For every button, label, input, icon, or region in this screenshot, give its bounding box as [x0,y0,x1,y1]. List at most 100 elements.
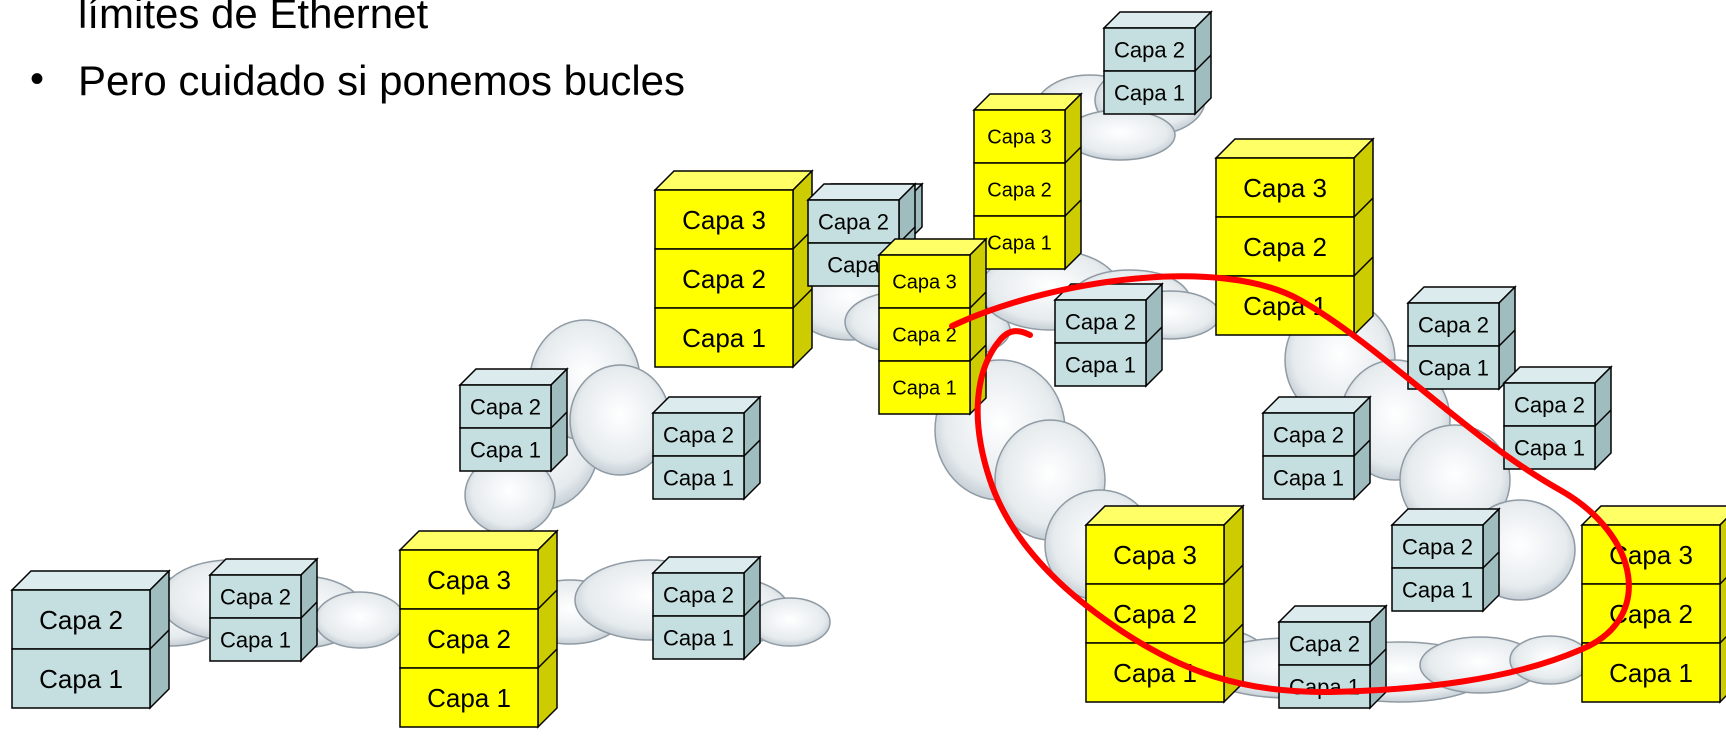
stack-layer-box [654,248,794,309]
stack-top-face [1102,11,1213,29]
stack-layer-edge [1719,635,1726,644]
stack-side-face [1223,504,1244,704]
stack-layer-box [1085,524,1225,585]
stack-layer-edge [1594,409,1612,427]
stack-top-face [877,238,988,256]
stack-layer-edge [1064,146,1082,164]
stack-layer-box [878,307,971,362]
stack-layer-label: Capa 2 [987,180,1052,202]
stack-layer-box [1407,345,1500,390]
stack-top-face [1406,286,1517,304]
protocol-stack: Capa 2 Capa 1 [1277,604,1388,710]
stack-layer-box [1391,567,1484,612]
stack-layer-box [209,617,302,662]
stack-top-face [972,93,1083,111]
stack-layer-label: Capa 2 [427,624,511,654]
stack-layer-box [399,608,539,669]
stack-layer-box [1581,642,1721,703]
stack-layer-box [1407,302,1500,347]
cloud-segment [314,591,406,649]
stack-layer-edge [969,344,987,362]
stack-layer-label: Capa 1 [220,627,291,652]
stack-layer-edge [550,411,568,429]
stack-layer-edge [1353,439,1371,457]
stack-layer-box [1054,299,1147,344]
stack-layer-label: Capa 2 [1402,534,1473,559]
stack-top-face [1390,508,1501,526]
stack-layer-box [1391,524,1484,569]
stack-layer-label: Capa 2 [1514,392,1585,417]
stack-layer-edge [300,601,318,619]
stack-top-face [1214,138,1375,159]
stack-layer-edge [1719,576,1726,585]
stack-layer-edge [1482,551,1500,569]
stack-layer-box [1054,342,1147,387]
stack-top-face [1084,505,1245,526]
stack-top-face [398,530,559,551]
stack-layer-edge [743,599,761,617]
stack-layer-edge [1498,329,1516,347]
stack-layer-label: Capa 1 [1289,674,1360,699]
stack-layer-edge [1353,256,1374,277]
stack-layer-box [652,455,745,500]
stack-layer-label: Capa 2 [470,394,541,419]
stack-layer-label: Capa 3 [427,565,511,595]
stack-layer-label: Capa 3 [1113,540,1197,570]
stack-layer-label: Capa 2 [1289,631,1360,656]
stack-layer-label: Capa 1 [682,323,766,353]
stack-layer-label: Capa 2 [220,584,291,609]
stack-layer-label: Capa 2 [892,325,957,347]
stack-layer-label: Capa 1 [1065,352,1136,377]
stack-layer-box [654,307,794,368]
loop-curve [949,273,1632,696]
stack-layer-label: Capa 3 [987,127,1052,149]
stack-layer-edge [1064,199,1082,217]
stack-top-face [651,556,762,574]
stack-layer-box [1215,275,1355,336]
stack-layer-box [652,412,745,457]
stack-layer-label: Capa 1 [1418,355,1489,380]
protocol-stack: Capa 2 Capa 1 [10,569,171,710]
stack-layer-label: Capa 2 [1113,599,1197,629]
stack-layer-box [878,254,971,309]
stack-layer-label: Capa 1 [987,233,1052,255]
stack-layer-box [209,574,302,619]
stack-layer-label: Capa 1 [427,683,511,713]
stack-side-face [1064,92,1082,271]
stack-layer-box [11,648,151,709]
stack-layer-box [652,572,745,617]
stack-layer-label: Capa 1 [39,664,123,694]
stack-layer-edge [969,291,987,309]
stack-layer-label: Capa 2 [39,605,123,635]
stack-layer-box [652,615,745,660]
cloud-segment [749,597,831,647]
stack-layer-label: Capa 3 [892,272,957,294]
stack-top-face [458,368,569,386]
stack-layer-label: Capa 1 [892,378,957,400]
stack-layer-edge [1194,54,1212,72]
stack-layer-label: Capa 1 [1402,577,1473,602]
stack-layer-edge [1145,326,1163,344]
stack-layer-box [459,427,552,472]
stack-layer-box [1085,583,1225,644]
stack-layer-edge [1353,197,1374,218]
stack-layer-box [973,162,1066,217]
stack-layer-box [1581,524,1721,585]
stack-layer-label: Capa 2 [663,422,734,447]
stack-layer-box [973,109,1066,164]
stack-layer-box [1103,70,1196,115]
stack-layer-box [973,215,1066,270]
stack-layer-label: Capa 1 [663,625,734,650]
stack-layer-edge [1223,623,1244,644]
